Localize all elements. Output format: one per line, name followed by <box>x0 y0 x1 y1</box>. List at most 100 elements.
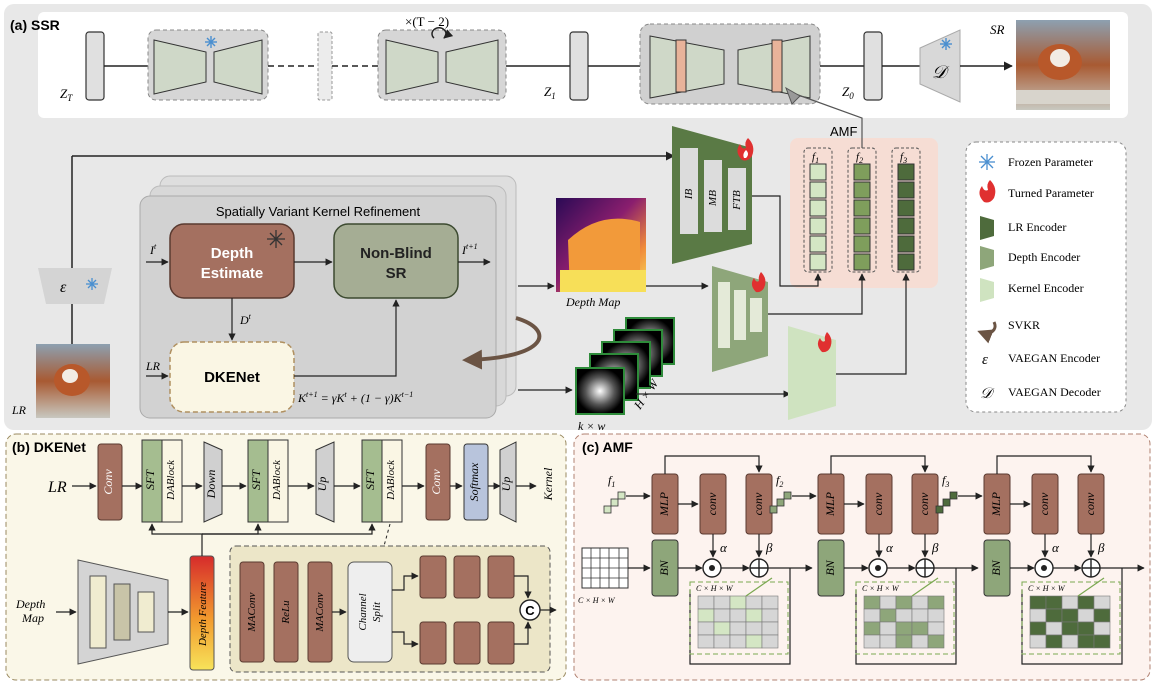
svg-text:Conv: Conv <box>101 469 115 495</box>
epsilon-icon: ε <box>982 352 988 368</box>
amf-bn-label: BN <box>989 559 1003 575</box>
dk-softmax <box>463 443 489 521</box>
flame-icon <box>817 332 832 353</box>
depth-encoder-icon <box>980 246 994 270</box>
lr-encoder-icon <box>980 216 994 240</box>
feature-column-f3 <box>891 147 921 273</box>
amf-grid-cell <box>1061 608 1079 623</box>
amf-grid-cell <box>761 608 779 623</box>
amf-grid-cell <box>879 634 897 649</box>
amf-grid-cell <box>927 595 945 610</box>
amf-grid-cell <box>729 621 747 636</box>
amf-mlp-label: MLP <box>989 491 1003 517</box>
amf-grid-cell <box>911 621 929 636</box>
repeat-label: ×(T − 2) <box>405 14 449 29</box>
amf-chw-label: C × H × W <box>578 596 616 605</box>
amf-grid-cell <box>697 634 715 649</box>
amf-grid-cell <box>745 595 763 610</box>
flame-icon <box>751 272 766 293</box>
snowflake-icon <box>979 154 995 170</box>
dk-conv-1 <box>97 443 123 521</box>
amf-mlp-label: MLP <box>657 491 671 517</box>
amf-grid-frame <box>1021 581 1121 655</box>
label-dt: Dt <box>239 312 252 327</box>
amf-input-grid <box>581 547 629 589</box>
label-z0: Z0 <box>842 84 854 101</box>
amf-grid-cell <box>745 634 763 649</box>
latent-z1-block <box>569 31 589 101</box>
amf-grid-cell <box>1061 595 1079 610</box>
kernel-encoder-icon <box>980 278 994 302</box>
amf-grid-cell <box>927 621 945 636</box>
amf-grid-cell <box>1061 621 1079 636</box>
amf-label: AMF <box>830 124 858 139</box>
amf-beta-label: β <box>765 540 773 555</box>
amf-grid-cell <box>697 621 715 636</box>
amf-grid-cell <box>761 621 779 636</box>
svg-text:SFT: SFT <box>143 469 157 490</box>
svg-text:DABlock: DABlock <box>271 459 283 501</box>
snowflake-icon <box>940 38 952 50</box>
svg-text:Conv: Conv <box>429 469 443 495</box>
amf-alpha-label: α <box>1052 540 1060 555</box>
svg-text:Softmax: Softmax <box>467 462 481 501</box>
amf-grid-cell <box>729 634 747 649</box>
svg-text:MAConv: MAConv <box>246 592 258 632</box>
svg-text:C: C <box>525 603 535 618</box>
ib-label: IB <box>683 189 695 201</box>
f3-label: f3 <box>900 151 907 165</box>
amf-grid-cell <box>745 621 763 636</box>
amf-grid-cell <box>1029 595 1047 610</box>
dk-depth-map-label-1: Depth <box>15 597 45 611</box>
dk-conv-2 <box>425 443 451 521</box>
dk-dablock-1 <box>161 439 183 523</box>
amf-grid-cell <box>697 608 715 623</box>
legend-item-lr-encoder: LR Encoder <box>980 216 1066 240</box>
amf-grid-cell <box>761 634 779 649</box>
amf-grid-cell <box>863 595 881 610</box>
amf-beta-label: β <box>1097 540 1105 555</box>
amf-grid-cell <box>911 608 929 623</box>
amf-feature-cell <box>942 498 951 507</box>
amf-grid-label: C × H × W <box>696 584 734 593</box>
amf-feature-cell <box>776 498 785 507</box>
amf-grid-cell <box>895 608 913 623</box>
amf-f-label: f1 <box>608 473 615 489</box>
legend-item-frozen: Frozen Parameter <box>979 154 1093 170</box>
legend-item-turned: Turned Parameter <box>979 180 1094 203</box>
amf-feature-cell <box>617 491 626 500</box>
feature-column-f1 <box>803 147 833 273</box>
amf-grid-cell <box>1029 608 1047 623</box>
f1-label: f1 <box>812 151 819 165</box>
nonblind-sr-block <box>333 223 459 299</box>
amf-feature-cell <box>935 505 944 514</box>
amf-grid-cell <box>1045 595 1063 610</box>
d-icon: 𝒟 <box>980 386 995 402</box>
legend-panel <box>965 141 1127 413</box>
legend-item-svkr: SVKR <box>977 318 1040 344</box>
amf-grid-cell <box>761 595 779 610</box>
amf-f-label: f2 <box>776 473 783 489</box>
dk-down <box>203 441 223 523</box>
svg-text:Turned Parameter: Turned Parameter <box>1008 186 1094 200</box>
amf-grid-cell <box>729 608 747 623</box>
dk-up-2 <box>499 441 517 523</box>
svg-text:SFT: SFT <box>363 469 377 490</box>
label-zt: ZT <box>60 86 73 103</box>
legend-item-depth-encoder: Depth Encoder <box>980 246 1080 270</box>
dk-depth-map-label-2: Map <box>21 611 44 625</box>
amf-grid-cell <box>863 634 881 649</box>
lr-label: LR <box>11 403 27 417</box>
amf-grid-cell <box>863 621 881 636</box>
amf-grid-cell <box>713 595 731 610</box>
svg-text:Up: Up <box>499 477 513 492</box>
dk-dablock-3 <box>381 439 403 523</box>
amf-grid-cell <box>1077 634 1095 649</box>
encoder-symbol: ε <box>60 279 67 296</box>
amf-conv-label: conv <box>751 492 765 515</box>
label-it1: It+1 <box>461 242 478 257</box>
kernel-formula: Kt+1 = γKt + (1 − γ)Kt−1 <box>297 390 413 405</box>
amf-grid-cell <box>1029 634 1047 649</box>
